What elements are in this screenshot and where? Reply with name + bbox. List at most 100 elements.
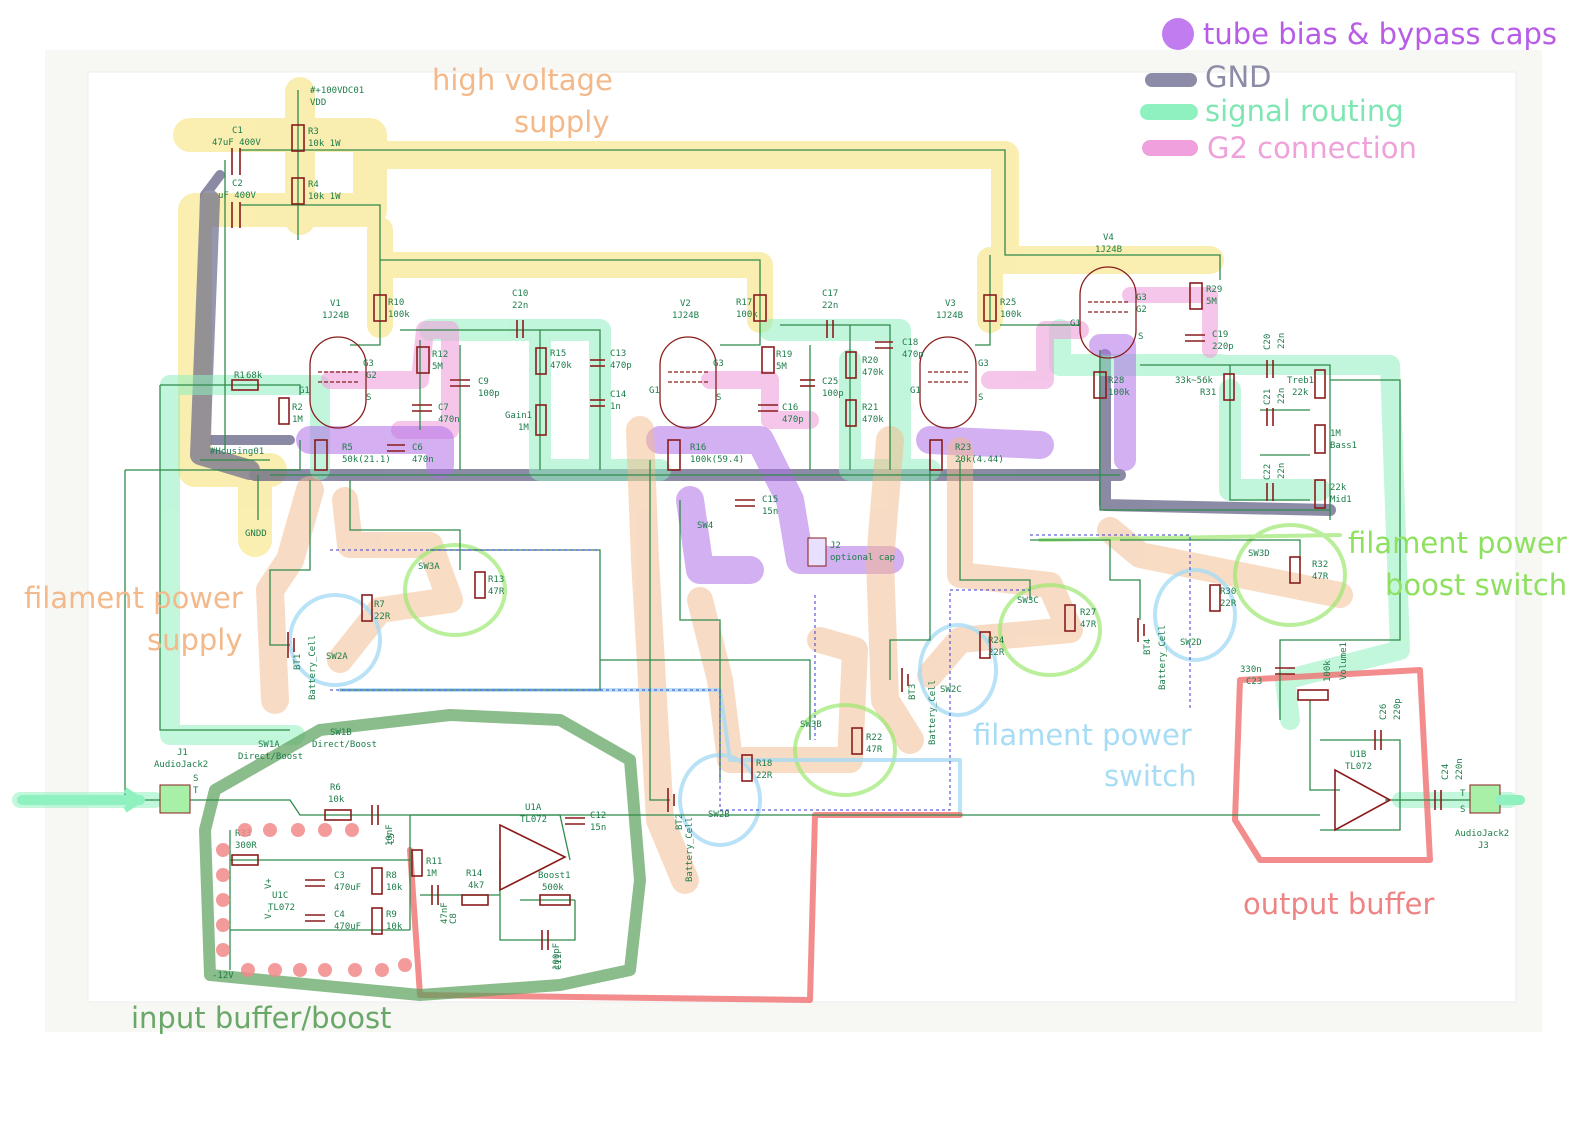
r11-value: 1M [426, 869, 437, 879]
gain1-value: 1M [518, 423, 529, 433]
r20-value: 470k [862, 368, 884, 378]
c14-value: 1n [610, 402, 621, 412]
c19-ref: C19 [1212, 330, 1228, 340]
pot-treble [1314, 369, 1326, 399]
c23-value: 330n [1240, 665, 1262, 675]
r31-value: 33k~56k [1175, 376, 1214, 386]
u1a-value: TL072 [520, 815, 547, 825]
r1-value: 68k [246, 371, 263, 381]
output-buffer-label: output buffer [1243, 887, 1434, 921]
legend-label-gnd: GND [1205, 60, 1272, 94]
v4-g1-pin: G1 [1070, 319, 1081, 329]
j1-t-pin: T [193, 786, 199, 796]
resistor-r17 [753, 294, 767, 322]
c8-value: 47nF [440, 902, 450, 924]
vdd-label: VDD [310, 98, 326, 108]
r25-ref: R25 [1000, 298, 1016, 308]
c12-value: 15n [590, 823, 606, 833]
r24-ref: R24 [988, 636, 1004, 646]
filament-parts [287, 556, 1301, 812]
c11-value: 100pF [552, 943, 562, 970]
c13-ref: C13 [610, 349, 626, 359]
legend-swatch-bias [1162, 18, 1194, 50]
r10-ref: R10 [388, 298, 404, 308]
c17-ref: C17 [822, 289, 838, 299]
c9-value: 100p [478, 389, 500, 399]
c8-ref: C8 [449, 913, 459, 924]
region-labels: high voltage supply filament power suppl… [24, 63, 1567, 1035]
r19-value: 5M [776, 362, 787, 372]
c26-value: 220p [1393, 698, 1403, 720]
input-buffer-highlight [199, 709, 646, 1001]
sw1a-ref: SW1A [258, 740, 280, 750]
u1c-ref: U1C [272, 891, 288, 901]
c21-value: 22n [1277, 388, 1287, 404]
c10-ref: C10 [512, 289, 528, 299]
j3-value: AudioJack2 [1455, 829, 1509, 839]
c19-value: 220p [1212, 342, 1234, 352]
r4-ref: R4 [308, 180, 319, 190]
r7-value: 22R [374, 612, 391, 622]
tube-v4 [1079, 266, 1137, 359]
v2-g1-pin: G1 [649, 386, 660, 396]
r29-ref: R29 [1206, 285, 1222, 295]
resistor-r25 [983, 294, 997, 322]
r30-ref: R30 [1220, 587, 1236, 597]
sw1a-value: Direct/Boost [238, 752, 303, 762]
r23-value: 20k(4.44) [955, 455, 1004, 465]
c11-ref: C11 [554, 954, 564, 970]
r18-value: 22R [756, 771, 773, 781]
pot-r16 [667, 439, 681, 471]
housing-label: #Housing01 [210, 447, 264, 457]
u1b-value: TL072 [1345, 762, 1372, 772]
vplus-label: V+ [264, 878, 274, 889]
audio-jack-j3 [1469, 784, 1501, 814]
c5-value: 10nF [385, 824, 395, 846]
r7-ref: R7 [374, 600, 385, 610]
r32-value: 47R [1312, 572, 1329, 582]
j3-s-pin: S [1460, 805, 1465, 815]
r30-value: 22R [1220, 599, 1237, 609]
v3-type: 1J24B [936, 311, 963, 321]
legend-label-bias: tube bias & bypass caps [1203, 17, 1557, 51]
c16-ref: C16 [782, 403, 798, 413]
resistor-r19 [761, 346, 775, 374]
resistor-r28 [1093, 371, 1107, 399]
r2-ref: R2 [292, 403, 303, 413]
sw1b-ref: SW1B [330, 728, 352, 738]
r12-ref: R12 [432, 350, 448, 360]
c15-value: 15n [762, 507, 778, 517]
v1-type: 1J24B [322, 311, 349, 321]
c3-value: 470uF [334, 883, 361, 893]
r24-value: 22R [988, 648, 1005, 658]
j3-t-pin: T [1460, 789, 1466, 799]
treble-ref: Treb1 [1287, 376, 1314, 386]
bt1-ref: BT1 [293, 654, 303, 670]
j2-ref: J2 [830, 541, 841, 551]
tube-v2 [659, 336, 717, 429]
u1b-ref: U1B [1350, 750, 1366, 760]
legend-label-signal: signal routing [1205, 94, 1404, 128]
r13-ref: R13 [488, 575, 504, 585]
bt4-value: Battery_Cell [1158, 625, 1168, 690]
mid-ref: Mid1 [1330, 495, 1352, 505]
c5-ref: C5 [387, 833, 397, 844]
r9-ref: R9 [386, 910, 397, 920]
r12-value: 5M [432, 362, 443, 372]
boost-switch-label-line2: boost switch [1385, 568, 1567, 602]
r17-ref: R17 [736, 298, 752, 308]
r15-ref: R15 [550, 349, 566, 359]
c17-value: 22n [822, 301, 838, 311]
u1a-ref: U1A [525, 803, 542, 813]
treble-value: 22k [1292, 388, 1309, 398]
r1-ref: R1 [234, 371, 245, 381]
v2-s-pin: S [716, 393, 721, 403]
v4-g3-pin: G3 [1136, 293, 1147, 303]
j1-value: AudioJack2 [154, 760, 208, 770]
r17-value: 100k [736, 310, 758, 320]
c1-ref: C1 [232, 126, 243, 136]
r19-ref: R19 [776, 350, 792, 360]
c24-ref: C24 [1441, 764, 1451, 780]
r14-value: 4k7 [468, 881, 484, 891]
